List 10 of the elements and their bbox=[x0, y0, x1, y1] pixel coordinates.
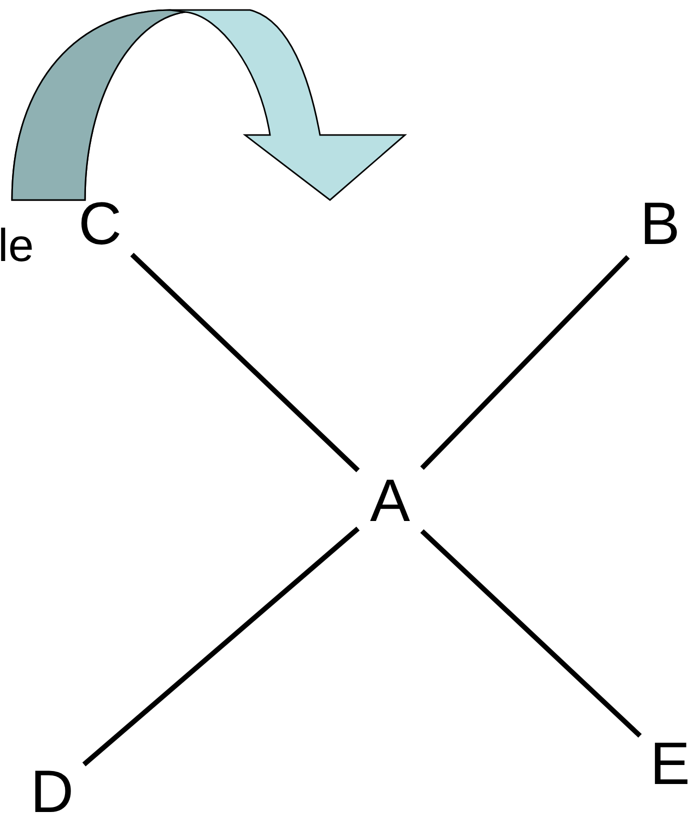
point-label: D bbox=[20, 760, 84, 824]
connector-line bbox=[130, 252, 360, 472]
point-label: C bbox=[68, 188, 132, 260]
point-label: A bbox=[358, 465, 422, 537]
connector-line bbox=[420, 529, 642, 738]
connector-line bbox=[82, 526, 360, 766]
point-label: B bbox=[628, 188, 692, 260]
connector-line bbox=[420, 255, 630, 470]
point-label: E bbox=[640, 728, 700, 800]
partial-word: le bbox=[0, 222, 34, 268]
